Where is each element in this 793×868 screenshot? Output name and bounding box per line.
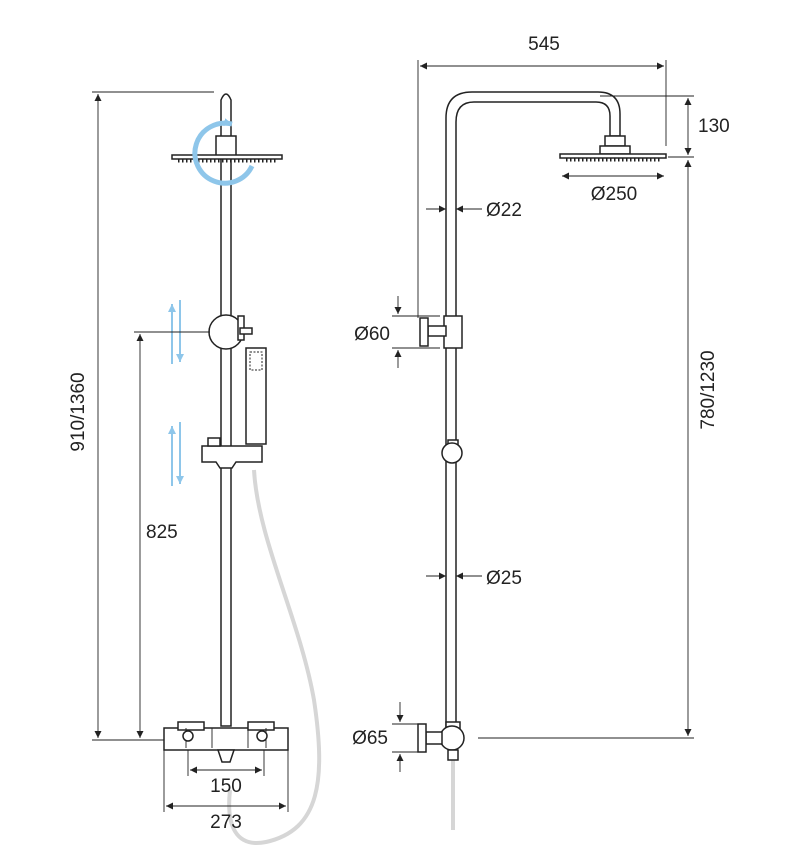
front-mixer-left-handle — [177, 721, 205, 731]
side-head-diameter-label: Ø250 — [591, 184, 637, 205]
side-head-connector — [604, 135, 626, 147]
front-mixer-right-screw — [256, 730, 268, 742]
front-mixer-width-label: 273 — [210, 812, 242, 833]
shower-hose — [227, 469, 322, 845]
side-shower-head — [559, 153, 667, 159]
side-bracket-wall-plate — [419, 317, 429, 347]
side-wall-flange-diameter-label: Ø65 — [352, 728, 388, 749]
front-mixer-body — [163, 727, 289, 751]
side-lower-pipe-label: Ø25 — [486, 568, 522, 589]
side-slider-knob — [441, 442, 463, 464]
side-upper-pipe-label: Ø22 — [486, 200, 522, 221]
side-head-drop-label: 130 — [698, 116, 730, 137]
hand-shower-body — [245, 347, 267, 445]
slide-arrows-icon — [168, 300, 184, 486]
front-diverter-tab — [239, 327, 253, 335]
front-inlet-spacing-label: 150 — [210, 776, 242, 797]
front-mixer-left-screw — [182, 730, 194, 742]
front-total-height-label: 910/1360 — [68, 372, 89, 451]
side-reach-label: 545 — [528, 34, 560, 55]
front-slider-height-label: 825 — [146, 522, 178, 543]
side-head-collar — [599, 145, 631, 155]
side-bracket-diameter-label: Ø60 — [354, 324, 390, 345]
side-rail-height-label: 780/1230 — [698, 350, 719, 429]
front-column-pipe — [220, 157, 232, 727]
side-mixer-arm — [425, 731, 443, 745]
front-head-connector — [215, 135, 237, 157]
hand-shower-face — [249, 351, 263, 371]
front-mixer-spout — [216, 749, 236, 763]
rotation-arrow-icon — [192, 118, 255, 186]
side-mixer-outlet — [447, 749, 459, 761]
front-mixer-right-handle — [247, 721, 275, 731]
front-view: 910/1360 825 150 273 — [68, 91, 322, 845]
slide-holder-clip — [207, 437, 221, 447]
slide-holder — [201, 445, 263, 469]
side-view: 545 130 Ø250 Ø22 Ø60 Ø25 Ø65 780/1230 — [352, 34, 730, 830]
front-shower-head — [171, 154, 283, 160]
side-bracket-arm — [427, 325, 447, 337]
side-mixer-body — [439, 725, 465, 751]
side-mixer-wall-plate — [417, 723, 427, 753]
